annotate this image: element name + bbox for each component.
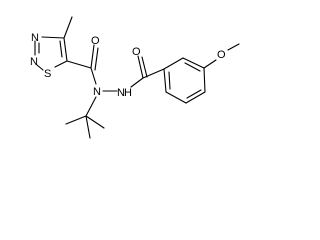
bond-n2-s1 bbox=[36, 64, 44, 71]
bond-carbonyl1-n bbox=[90, 67, 97, 85]
bond-ar3-o bbox=[203, 59, 217, 69]
bond-ar2-ar3-inner bbox=[184, 62, 201, 72]
bond-c4-n1 bbox=[41, 36, 65, 39]
structure-drawing: N N S O N N H O O bbox=[30, 16, 240, 139]
molecule-canvas: N N S O N N H O O bbox=[30, 16, 240, 139]
bond-tbu-methyl3 bbox=[85, 115, 105, 129]
bond-ar4-ar5 bbox=[185, 91, 206, 104]
bond-carbonyl2-o bbox=[137, 55, 144, 79]
bond-carbonyl2-ring bbox=[142, 68, 165, 79]
bond-c5-c4-double bbox=[59, 40, 63, 58]
atom-o-methoxy-label: O bbox=[217, 49, 226, 61]
benzene-ring bbox=[163, 57, 206, 104]
bond-nh-carbonyl2 bbox=[130, 77, 144, 88]
atom-n-hydrazide1-label: N bbox=[93, 86, 101, 98]
bond-ar1-ar2 bbox=[163, 57, 184, 70]
atom-h-nh-label: H bbox=[124, 87, 132, 99]
bond-tbu-methyl2 bbox=[85, 115, 91, 139]
bond-ar6-ar1 bbox=[163, 68, 167, 93]
bond-o-methyl bbox=[227, 43, 240, 51]
bond-n-tbu bbox=[85, 96, 97, 117]
atom-o-amide1-label: O bbox=[91, 35, 100, 47]
bond-c5-carbonyl1 bbox=[66, 60, 92, 69]
bond-tbu-methyl1 bbox=[65, 115, 87, 125]
bond-ar5-ar6 bbox=[165, 91, 187, 104]
bond-ar2-ar3 bbox=[182, 57, 205, 69]
bond-ar3-ar4 bbox=[203, 67, 206, 93]
atom-n-hydrazide2-label: N bbox=[117, 87, 125, 99]
thiadiazole-ring bbox=[34, 36, 68, 71]
bond-carbonyl1-o bbox=[90, 44, 95, 69]
atom-n1-label: N bbox=[31, 32, 39, 44]
bond-carbonyl1-o-double bbox=[94, 47, 99, 71]
atom-n2-label: N bbox=[30, 56, 38, 68]
bond-carbonyl2-o-double bbox=[141, 56, 148, 78]
bond-c4-methyl bbox=[63, 16, 73, 39]
bond-ar6-ar1-inner bbox=[168, 71, 171, 90]
atom-o-amide2-label: O bbox=[132, 46, 141, 58]
atom-s1-label: S bbox=[44, 68, 51, 80]
bond-s1-c5 bbox=[54, 60, 68, 68]
bond-ar4-ar5-inner bbox=[186, 89, 202, 99]
bond-c5-c4 bbox=[63, 37, 68, 62]
